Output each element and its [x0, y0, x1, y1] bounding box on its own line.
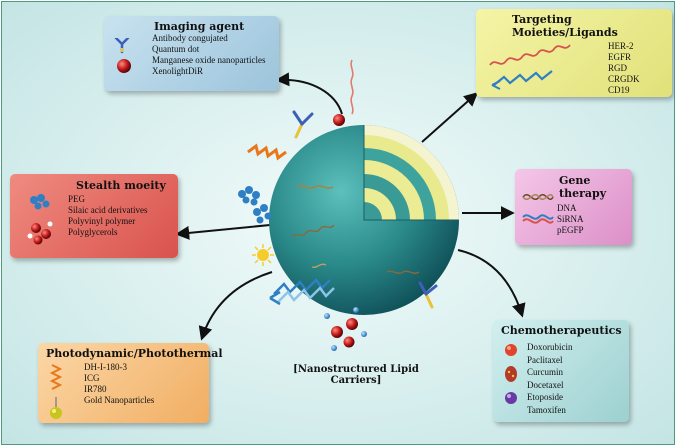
stealth-list: PEG Silaic acid derivatives Polyvinyl po… [68, 194, 172, 238]
arrow-to-chemo [457, 249, 526, 318]
curcumin-icon [505, 366, 517, 382]
etoposide-icon [505, 392, 517, 404]
peptide-strand-on-sphere [350, 59, 354, 115]
gene-therapy-icons [522, 194, 554, 224]
photo-list: DH-I-180-3 ICG IR780 Gold Nanoparticles [84, 362, 203, 406]
chemotherapeutics-panel: Chemotherapeutics Doxorubicin Paclitaxel… [493, 320, 629, 422]
list-item: Polyglycerols [68, 227, 118, 237]
arrow-to-stealth [175, 224, 271, 240]
gold-nanoparticle-icon [50, 407, 62, 419]
center-label: [Nanostructured Lipid Carriers] [293, 364, 419, 386]
list-item: XenolightDiR [152, 66, 203, 76]
gene-therapy-list: DNA SiRNA pEGFP [557, 203, 626, 236]
imaging-agent-title: Imaging agent [154, 20, 245, 33]
list-item: IR780 [84, 384, 107, 394]
targeting-ligand-icons [489, 44, 571, 90]
list-item: Silaic acid derivatives [68, 205, 148, 215]
list-item: Docetaxel [527, 379, 564, 390]
peptide-ligand-icon [489, 44, 571, 66]
list-item: Manganese oxide nanoparticles [152, 55, 266, 65]
stealth-moiety-icons [27, 194, 53, 245]
list-item: DNA [557, 203, 577, 213]
sphere-surface-ligands [291, 185, 420, 274]
list-item: DH-I-180-3 [84, 362, 127, 372]
arrow-to-targeting [421, 92, 479, 143]
photo-title: Photodynamic/Photothermal [46, 347, 223, 360]
manganese-nanoparticle-on-sphere [333, 114, 345, 126]
stealth-moiety-panel: Stealth moeity PEG Silaic acid derivativ… [10, 174, 178, 258]
list-item: Etoposide [527, 392, 563, 402]
doxorubicin-icon [505, 344, 517, 356]
gene-therapy-title: Gene therapy [559, 174, 607, 200]
list-item: Antibody congujated [152, 33, 228, 43]
stealth-title: Stealth moeity [76, 179, 166, 192]
arrow-to-imaging [275, 72, 343, 115]
list-item: Quantum dot [152, 44, 200, 54]
list-item: CD19 [608, 85, 630, 95]
targeting-ligands-panel: Targeting Moieties/Ligands HER-2 EGFR RG… [476, 9, 672, 97]
manganese-oxide-icon [117, 59, 131, 73]
imaging-agent-icons [114, 38, 131, 73]
arrow-to-photo [198, 271, 273, 341]
dye-zigzag-icon [49, 364, 63, 390]
list-item: Gold Nanoparticles [84, 395, 155, 405]
polymer-beads-icon [27, 221, 53, 245]
list-item: Tamoxifen [527, 404, 566, 415]
nanostructured-lipid-carrier-sphere [269, 125, 459, 315]
photothermal-icons [49, 364, 63, 419]
targeting-list: HER-2 EGFR RGD CRGDK CD19 [608, 41, 666, 96]
list-item: Paclitaxel [527, 354, 563, 365]
list-item: CRGDK [608, 74, 640, 84]
list-item: PEG [68, 194, 86, 204]
list-item: ICG [84, 373, 100, 383]
ligand-zigzag-blue [269, 278, 335, 306]
stealth-protein-cluster [238, 186, 272, 224]
list-item: Doxorubicin [527, 342, 573, 352]
targeting-title: Targeting Moieties/Ligands [512, 13, 618, 39]
list-item: HER-2 [608, 41, 634, 51]
aptamer-ligand-icon [493, 70, 553, 86]
photodynamic-photothermal-panel: Photodynamic/Photothermal DH-I-180-3 ICG… [38, 343, 223, 423]
list-item: Polyvinyl polymer [68, 216, 136, 226]
chemo-title: Chemotherapeutics [501, 324, 622, 337]
chemo-list: Doxorubicin Paclitaxel Curcumin Docetaxe… [527, 341, 623, 416]
polymer-nanoparticle-cluster [324, 307, 367, 351]
imaging-agent-list: Antibody congujated Quantum dot Manganes… [152, 33, 273, 77]
peg-protein-icon [30, 194, 50, 210]
list-item: EGFR [608, 52, 632, 62]
photothermal-dye-zigzag [247, 143, 287, 161]
sirna-icon [522, 214, 554, 220]
list-item: pEGFP [557, 225, 584, 235]
list-item: Curcumin [527, 367, 563, 377]
list-item: SiRNA [557, 214, 584, 224]
gene-therapy-panel: Gene therapy DNA SiRNA pEGFP [515, 169, 632, 245]
chemotherapeutic-icons [505, 344, 517, 404]
antibody-on-sphere [292, 110, 438, 309]
list-item: RGD [608, 63, 628, 73]
imaging-agent-panel: Imaging agent Antibody congujated Quantu… [104, 16, 279, 91]
sun-burst-icon [252, 244, 274, 266]
